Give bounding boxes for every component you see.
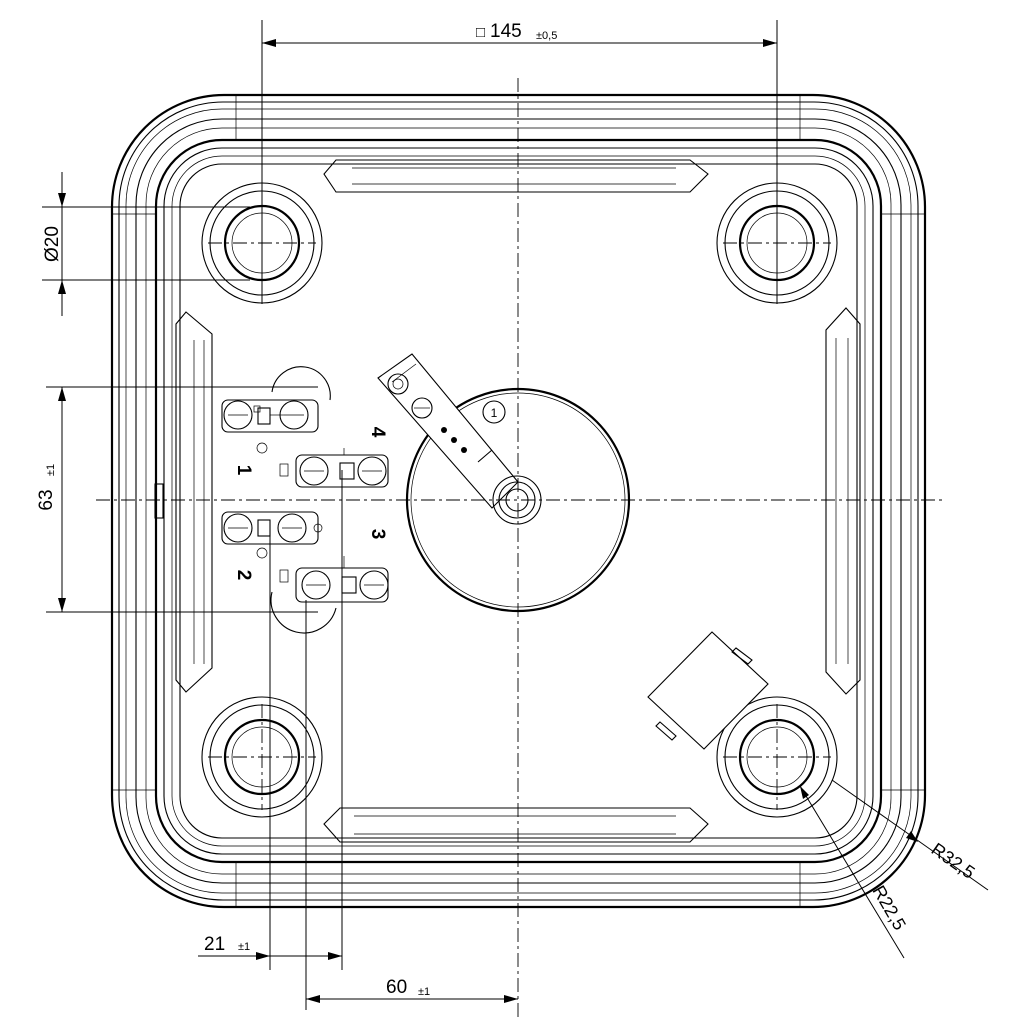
terminal-label-4: 4 — [367, 427, 388, 438]
dimension-horizontal-offsets: 21 ±1 60 ±1 — [198, 470, 518, 1010]
terminal-block-3 — [270, 556, 389, 634]
width-tolerance: ±0,5 — [536, 30, 557, 42]
terminal-block-1 — [221, 366, 331, 454]
diameter-value: Ø20 — [42, 226, 63, 262]
offset-large-value: 60 — [386, 977, 407, 998]
radius-annotations: R32,5 R22,5 — [799, 779, 989, 959]
guide-slots — [175, 159, 861, 843]
cable-clip — [647, 631, 769, 750]
item-ref-label: 1 — [491, 406, 498, 420]
offset-large-tolerance: ±1 — [418, 986, 430, 998]
terminal-label-2: 2 — [233, 570, 254, 581]
dimension-vertical: 63 ±1 — [36, 386, 318, 613]
dimension-width: □ 145 ±0,5 — [261, 20, 778, 304]
terminal-label-3: 3 — [367, 529, 388, 540]
terminal-label-1: 1 — [233, 465, 254, 476]
earth-strap: 1 — [377, 353, 542, 525]
radius-inner-value: R22,5 — [869, 882, 910, 934]
dimension-diameter: Ø20 — [42, 172, 250, 316]
vertical-tolerance: ±1 — [45, 464, 57, 476]
terminal-block-2 — [221, 511, 323, 559]
square-symbol: □ — [476, 24, 485, 41]
terminal-labels: 1 2 4 3 — [233, 427, 388, 581]
centre-lines — [96, 78, 945, 1020]
terminal-block-4 — [279, 448, 389, 488]
width-value: 145 — [490, 21, 522, 42]
housing-outline — [110, 93, 927, 909]
offset-small-value: 21 — [204, 934, 225, 955]
offset-small-tolerance: ±1 — [238, 941, 250, 953]
radius-outer-value: R32,5 — [928, 839, 979, 883]
vertical-value: 63 — [36, 489, 57, 510]
